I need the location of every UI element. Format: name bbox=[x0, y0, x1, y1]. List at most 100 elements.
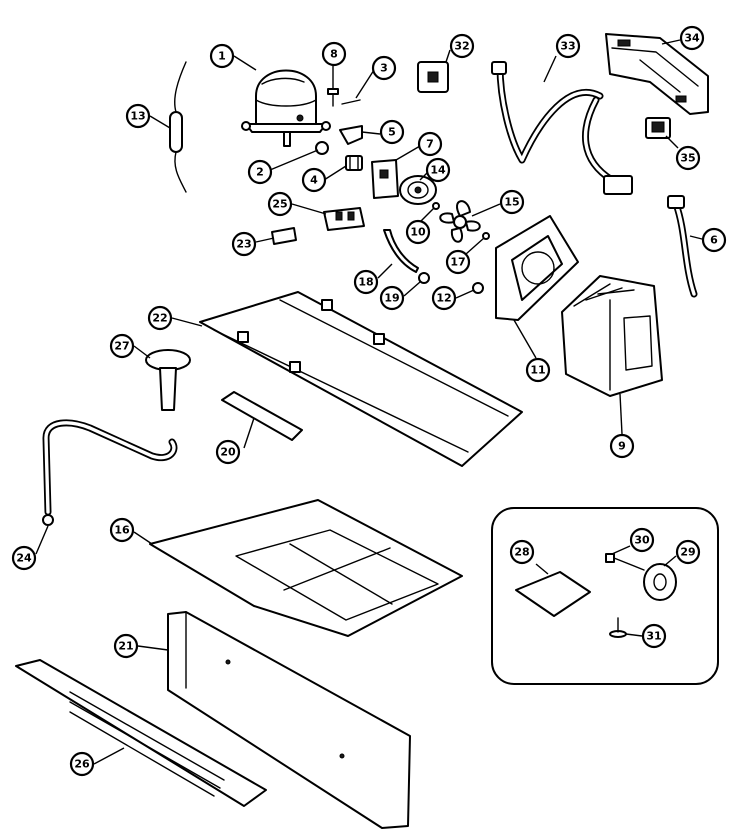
callout-16[interactable]: 16 bbox=[109, 517, 135, 543]
part-16-drain-pan bbox=[149, 499, 463, 637]
part-4-cap bbox=[345, 155, 363, 171]
part-14-motor bbox=[399, 175, 437, 205]
callout-30[interactable]: 30 bbox=[629, 527, 655, 553]
callout-21-label: 21 bbox=[118, 640, 133, 653]
callout-19-label: 19 bbox=[384, 292, 399, 305]
part-29-wheel bbox=[643, 563, 677, 601]
part-drawings bbox=[15, 33, 719, 829]
part-20-channel bbox=[221, 391, 303, 441]
callout-22[interactable]: 22 bbox=[147, 305, 173, 331]
callout-9[interactable]: 9 bbox=[609, 433, 635, 459]
callout-16-label: 16 bbox=[114, 524, 130, 537]
callout-14-label: 14 bbox=[430, 164, 446, 177]
callout-32-label: 32 bbox=[454, 40, 469, 53]
part-23-part bbox=[271, 227, 297, 245]
part-8-screw bbox=[327, 88, 339, 107]
part-1-compressor bbox=[241, 69, 331, 147]
callout-29-label: 29 bbox=[680, 546, 695, 559]
callout-27-label: 27 bbox=[114, 340, 129, 353]
callout-25-label: 25 bbox=[272, 198, 287, 211]
callout-14[interactable]: 14 bbox=[425, 157, 451, 183]
callout-20-label: 20 bbox=[220, 446, 236, 459]
callout-26[interactable]: 26 bbox=[69, 751, 95, 777]
part-5-clip bbox=[339, 125, 363, 145]
callout-18-label: 18 bbox=[358, 276, 373, 289]
part-19-washer bbox=[418, 272, 430, 284]
callout-31[interactable]: 31 bbox=[641, 623, 667, 649]
part-26-grille bbox=[15, 659, 267, 807]
callout-31-label: 31 bbox=[646, 630, 661, 643]
leader-lines bbox=[35, 39, 707, 765]
callout-33[interactable]: 33 bbox=[555, 33, 581, 59]
part-27-funnel bbox=[145, 349, 191, 411]
callout-2[interactable]: 2 bbox=[247, 159, 273, 185]
callout-10[interactable]: 10 bbox=[405, 219, 431, 245]
callout-26-label: 26 bbox=[74, 758, 90, 771]
callout-22-label: 22 bbox=[152, 312, 167, 325]
callout-8-label: 8 bbox=[330, 48, 338, 61]
callout-19[interactable]: 19 bbox=[379, 285, 405, 311]
callout-17-label: 17 bbox=[450, 256, 465, 269]
callout-12-label: 12 bbox=[436, 292, 451, 305]
callout-34[interactable]: 34 bbox=[679, 25, 705, 51]
part-34-housing bbox=[605, 33, 709, 115]
callout-33-label: 33 bbox=[560, 40, 575, 53]
callout-24[interactable]: 24 bbox=[11, 545, 37, 571]
part-15-fan-blade bbox=[439, 200, 481, 243]
part-2-grommet bbox=[315, 141, 329, 155]
callout-29[interactable]: 29 bbox=[675, 539, 701, 565]
part-22-base-plate bbox=[199, 291, 523, 467]
callout-35-label: 35 bbox=[680, 152, 695, 165]
part-30-bolt bbox=[605, 553, 645, 571]
callout-5-label: 5 bbox=[388, 126, 396, 139]
callout-13[interactable]: 13 bbox=[125, 103, 151, 129]
callout-27[interactable]: 27 bbox=[109, 333, 135, 359]
callout-4[interactable]: 4 bbox=[301, 167, 327, 193]
callout-4-label: 4 bbox=[310, 174, 318, 187]
callout-5[interactable]: 5 bbox=[379, 119, 405, 145]
part-12-nut bbox=[472, 282, 484, 294]
part-6-wire bbox=[667, 195, 698, 298]
callout-34-label: 34 bbox=[684, 32, 700, 45]
part-10-washer bbox=[432, 202, 440, 210]
callout-13-label: 13 bbox=[130, 110, 145, 123]
callout-23[interactable]: 23 bbox=[231, 231, 257, 257]
callout-20[interactable]: 20 bbox=[215, 439, 241, 465]
part-18-strap bbox=[383, 229, 419, 273]
callout-28-label: 28 bbox=[514, 546, 529, 559]
callout-18[interactable]: 18 bbox=[353, 269, 379, 295]
callout-35[interactable]: 35 bbox=[675, 145, 701, 171]
part-33-power-cord bbox=[491, 61, 633, 195]
callout-21[interactable]: 21 bbox=[113, 633, 139, 659]
callout-1[interactable]: 1 bbox=[209, 43, 235, 69]
callout-7[interactable]: 7 bbox=[417, 131, 443, 157]
part-21-access-panel bbox=[167, 611, 411, 829]
callout-11[interactable]: 11 bbox=[525, 357, 551, 383]
part-7-overload bbox=[371, 159, 399, 199]
inset-box bbox=[491, 507, 719, 685]
part-35-switch bbox=[645, 117, 671, 139]
callout-3-label: 3 bbox=[380, 62, 388, 75]
callout-17[interactable]: 17 bbox=[445, 249, 471, 275]
callout-25[interactable]: 25 bbox=[267, 191, 293, 217]
callout-32[interactable]: 32 bbox=[449, 33, 475, 59]
callout-15-label: 15 bbox=[504, 196, 519, 209]
callout-6[interactable]: 6 bbox=[701, 227, 727, 253]
part-17-nut bbox=[482, 232, 490, 240]
part-25-bracket bbox=[323, 207, 365, 231]
callout-3[interactable]: 3 bbox=[371, 55, 397, 81]
callout-9-label: 9 bbox=[618, 440, 626, 453]
callout-15[interactable]: 15 bbox=[499, 189, 525, 215]
part-28-bracket bbox=[515, 571, 591, 617]
callout-10-label: 10 bbox=[410, 226, 426, 239]
callout-1-label: 1 bbox=[218, 50, 226, 63]
callout-12[interactable]: 12 bbox=[431, 285, 457, 311]
callout-28[interactable]: 28 bbox=[509, 539, 535, 565]
callout-30-label: 30 bbox=[634, 534, 650, 547]
callout-23-label: 23 bbox=[236, 238, 251, 251]
callout-8[interactable]: 8 bbox=[321, 41, 347, 67]
callout-2-label: 2 bbox=[256, 166, 264, 179]
part-24-drain-tube bbox=[42, 419, 178, 526]
callout-11-label: 11 bbox=[530, 364, 545, 377]
